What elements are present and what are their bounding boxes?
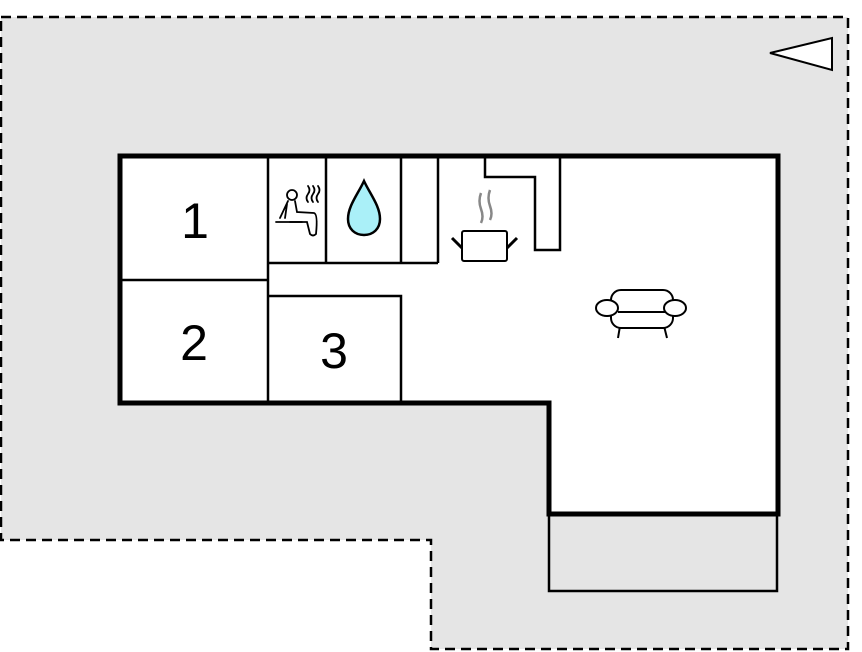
water-drop-icon (346, 178, 382, 237)
interior-walls (120, 156, 562, 403)
terrace (547, 512, 779, 593)
house-outline (117, 153, 781, 517)
room-1-label: 1 (181, 193, 209, 249)
cooking-pot-icon (450, 189, 519, 262)
room-3-label: 3 (320, 323, 348, 379)
room-2-label: 2 (180, 315, 208, 371)
north-arrow-icon (769, 36, 833, 72)
sauna-icon (275, 185, 321, 237)
sofa-icon (595, 289, 687, 339)
